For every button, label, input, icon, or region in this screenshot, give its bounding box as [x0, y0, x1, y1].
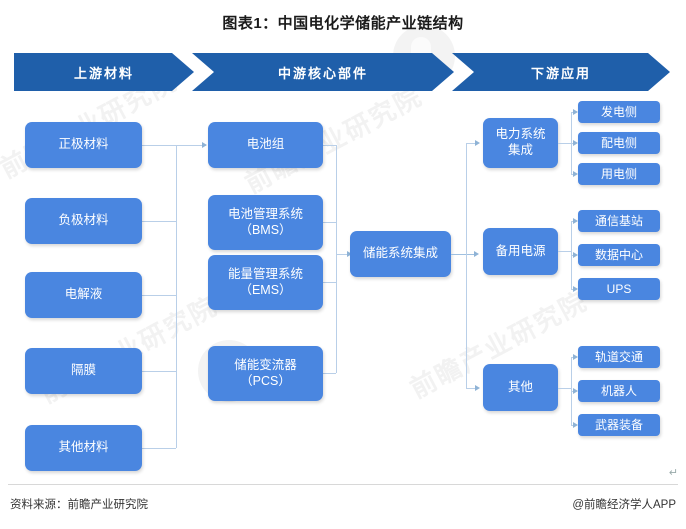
box-label: 电池组 [246, 137, 285, 152]
connector-line [323, 373, 336, 374]
box-label: 其他 [507, 379, 533, 394]
arrow-head-icon [573, 170, 578, 177]
arrow-head-icon [573, 387, 578, 394]
box-downstream-robot[interactable]: 机器人 [578, 380, 660, 402]
connector-bus-midstream [336, 145, 337, 373]
connector-bus-downstream [466, 143, 467, 388]
box-downstream-backup-power[interactable]: 备用电源 [483, 228, 558, 275]
connector-line [466, 388, 478, 389]
arrow-head-icon [573, 353, 578, 360]
box-downstream-ups[interactable]: UPS [578, 278, 660, 300]
box-downstream-consumption-side[interactable]: 用电侧 [578, 163, 660, 185]
box-energy-storage-system-integration[interactable]: 储能系统集成 [350, 231, 451, 277]
connector-line [142, 371, 176, 372]
arrow-head-icon [573, 285, 578, 292]
box-downstream-other[interactable]: 其他 [483, 364, 558, 411]
connector-line [323, 282, 336, 283]
connector-line [451, 254, 477, 255]
connector-line [336, 254, 350, 255]
box-label-line1: 能量管理系统 [227, 266, 303, 281]
box-upstream-cathode[interactable]: 正极材料 [25, 122, 142, 168]
box-downstream-rail-transit[interactable]: 轨道交通 [578, 346, 660, 368]
arrow-head-icon [573, 139, 578, 146]
connector-line [323, 222, 336, 223]
box-upstream-other[interactable]: 其他材料 [25, 425, 142, 471]
connector-line [142, 295, 176, 296]
arrow-head-icon [475, 139, 480, 146]
connector-line [558, 143, 571, 144]
box-midstream-battery-pack[interactable]: 电池组 [208, 122, 323, 168]
box-label-line2: 集成 [507, 143, 533, 157]
connector-line [176, 145, 206, 146]
box-upstream-separator[interactable]: 隔膜 [25, 348, 142, 394]
connector-line [558, 251, 571, 252]
arrow-head-icon [474, 250, 479, 257]
box-downstream-distribution-side[interactable]: 配电侧 [578, 132, 660, 154]
arrow-head-icon [475, 384, 480, 391]
connector-line [142, 221, 176, 222]
stage-header-upstream: 上游材料 [14, 53, 194, 91]
box-downstream-power-system-integration[interactable]: 电力系统 集成 [483, 118, 558, 168]
stage-header-midstream: 中游核心部件 [192, 53, 454, 91]
box-label-line2: （PCS） [240, 373, 291, 388]
box-label-line2: （BMS） [239, 222, 292, 237]
box-label-line1: 储能变流器 [234, 357, 297, 372]
box-upstream-anode[interactable]: 负极材料 [25, 198, 142, 244]
source-note: 资料来源：前瞻产业研究院 [10, 499, 148, 511]
arrow-head-icon [573, 251, 578, 258]
arrow-head-icon [573, 108, 578, 115]
box-label: 备用电源 [495, 243, 546, 258]
connector-line [466, 143, 478, 144]
box-upstream-electrolyte[interactable]: 电解液 [25, 272, 142, 318]
arrow-head-icon [573, 217, 578, 224]
box-label-line1: 电力系统 [495, 127, 546, 142]
box-downstream-telecom-base-station[interactable]: 通信基站 [578, 210, 660, 232]
connector-line [323, 145, 336, 146]
connector-line [558, 388, 571, 389]
stage-header-downstream: 下游应用 [452, 53, 670, 91]
arrow-head-icon [202, 141, 207, 148]
box-midstream-ems[interactable]: 能量管理系统 （EMS） [208, 255, 323, 310]
connector-line [142, 448, 176, 449]
arrow-head-icon [347, 250, 352, 257]
box-downstream-generation-side[interactable]: 发电侧 [578, 101, 660, 123]
box-downstream-data-center[interactable]: 数据中心 [578, 244, 660, 266]
footer-divider [8, 484, 678, 485]
connector-bus-upstream [176, 145, 177, 448]
arrow-head-icon [573, 421, 578, 428]
connector-line [142, 145, 176, 146]
box-label-line2: （EMS） [239, 282, 292, 297]
box-midstream-pcs[interactable]: 储能变流器 （PCS） [208, 346, 323, 401]
page-title: 图表1：中国电化学储能产业链结构 [222, 15, 464, 32]
box-midstream-bms[interactable]: 电池管理系统 （BMS） [208, 195, 323, 250]
box-label-line1: 电池管理系统 [227, 206, 303, 221]
brand-note: @前瞻经济学人APP [572, 499, 676, 511]
box-downstream-weapon-equipment[interactable]: 武器装备 [578, 414, 660, 436]
pilcrow-mark: ↵ [668, 467, 678, 479]
